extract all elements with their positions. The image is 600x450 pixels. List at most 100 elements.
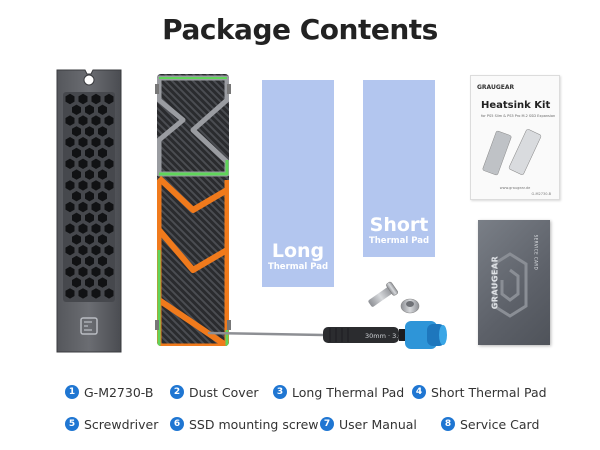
manual-product-illustration <box>482 129 542 176</box>
legend-number-2: 2 <box>170 385 184 399</box>
heatsink-fin <box>157 74 229 346</box>
honeycomb-vent <box>78 223 88 234</box>
honeycomb-vent <box>85 104 94 115</box>
legend-label-5: Screwdriver <box>84 416 159 432</box>
honeycomb-vent <box>65 245 75 256</box>
honeycomb-vent <box>65 115 75 126</box>
honeycomb-vent <box>78 180 88 191</box>
heatsink-fin <box>174 74 229 346</box>
honeycomb-vent <box>98 255 107 267</box>
legend-label-3: Long Thermal Pad <box>292 384 405 400</box>
honeycomb-vent <box>65 180 75 191</box>
legend-item-4: 4 Short Thermal Pad <box>412 382 547 402</box>
legend-number-8: 8 <box>441 417 455 431</box>
heatsink-image <box>153 70 233 350</box>
ssd-mounting-screw-image <box>362 272 426 322</box>
honeycomb-vent <box>72 147 81 159</box>
honeycomb-vent <box>78 245 88 256</box>
honeycomb-vent <box>78 201 88 213</box>
honeycomb-vent <box>65 201 75 213</box>
card-logo-icon <box>492 252 528 318</box>
legend-number-5: 5 <box>65 417 79 431</box>
legend-label-6: SSD mounting screw <box>189 416 319 432</box>
heatsink-fin <box>157 74 229 346</box>
honeycomb-vent <box>85 277 94 288</box>
honeycomb-vent <box>98 277 107 288</box>
honeycomb-vent <box>65 223 75 234</box>
service-card: GRAUGEAR SERVICE CARD <box>478 220 550 345</box>
heatsink-fin <box>157 74 229 346</box>
user-manual: GRAUGEAR Heatsink Kit for PS5 Slim & PS5… <box>470 75 560 200</box>
long-pad-title: Long <box>271 240 325 262</box>
page-title: Package Contents <box>162 13 438 46</box>
honeycomb-vent <box>65 266 75 277</box>
honeycomb-vent <box>104 137 114 148</box>
honeycomb-vent <box>91 180 101 191</box>
legend-number-4: 4 <box>412 385 426 399</box>
heatsink-fin <box>157 74 229 346</box>
legend-row-1: 1 G-M2730-B 2 Dust Cover 3 Long Thermal … <box>0 382 600 402</box>
honeycomb-vent <box>85 212 94 223</box>
legend-item-1: 1 G-M2730-B <box>65 382 153 402</box>
honeycomb-vent <box>91 288 101 299</box>
card-label: SERVICE CARD <box>533 234 539 271</box>
honeycomb-vent <box>98 234 107 245</box>
manual-title: Heatsink Kit <box>481 100 551 111</box>
legend-number-1: 1 <box>65 385 79 399</box>
honeycomb-vent <box>98 212 107 223</box>
honeycomb-vent <box>72 104 81 115</box>
legend-item-8: 8 Service Card <box>441 414 539 434</box>
honeycomb-vent <box>91 93 101 105</box>
short-thermal-pad: Short Thermal Pad <box>363 80 435 257</box>
heatsink-fin <box>157 74 229 346</box>
honeycomb-vent <box>72 255 81 267</box>
honeycomb-vent <box>65 288 75 299</box>
honeycomb-vent <box>104 223 114 234</box>
heatsink-fin <box>157 74 229 346</box>
honeycomb-vent <box>104 115 114 126</box>
honeycomb-vent <box>104 266 114 277</box>
honeycomb-vent <box>98 104 107 115</box>
honeycomb-vent <box>104 288 114 299</box>
legend-item-7: 7 User Manual <box>320 414 417 434</box>
honeycomb-vent <box>72 234 81 245</box>
honeycomb-vent <box>104 201 114 213</box>
heatsink-fin <box>157 74 229 346</box>
honeycomb-vent <box>85 191 94 202</box>
honeycomb-vent <box>65 93 75 105</box>
heatsink-fin <box>157 74 229 346</box>
honeycomb-vent <box>78 137 88 148</box>
heatsink-fin <box>157 74 229 346</box>
card-brand: GRAUGEAR <box>490 255 500 310</box>
honeycomb-vent <box>78 288 88 299</box>
manual-brand: GRAUGEAR <box>477 84 515 91</box>
manual-footer: www.graugear.de <box>499 186 531 190</box>
honeycomb-vent <box>85 147 94 159</box>
heatsink-fin <box>157 74 229 346</box>
heatsink-fin <box>157 74 229 346</box>
honeycomb-vent <box>78 158 88 169</box>
heatsink-fin <box>157 74 229 346</box>
heatsink-fin <box>157 74 225 346</box>
honeycomb-vent <box>72 169 81 180</box>
heatsink-fin <box>157 74 229 346</box>
honeycomb-vent <box>85 255 94 267</box>
screwdriver-marking: 30mm · 3.0 <box>365 332 402 340</box>
honeycomb-vent <box>98 169 107 180</box>
honeycomb-vent <box>72 212 81 223</box>
heatsink-fin <box>231 70 233 350</box>
honeycomb-vent <box>91 245 101 256</box>
legend-label-1: G-M2730-B <box>84 384 154 400</box>
heatsink-fin <box>167 74 229 346</box>
honeycomb-vent <box>104 245 114 256</box>
short-pad-subtitle: Thermal Pad <box>368 236 430 246</box>
dust-cover-image <box>53 66 125 356</box>
legend-label-8: Service Card <box>460 416 540 432</box>
honeycomb-vent <box>78 266 88 277</box>
heatsink-fin <box>157 74 229 346</box>
heatsink-fin <box>157 74 229 346</box>
legend-number-3: 3 <box>273 385 287 399</box>
honeycomb-vent <box>78 93 88 105</box>
honeycomb-vent <box>91 266 101 277</box>
honeycomb-vent <box>85 234 94 245</box>
